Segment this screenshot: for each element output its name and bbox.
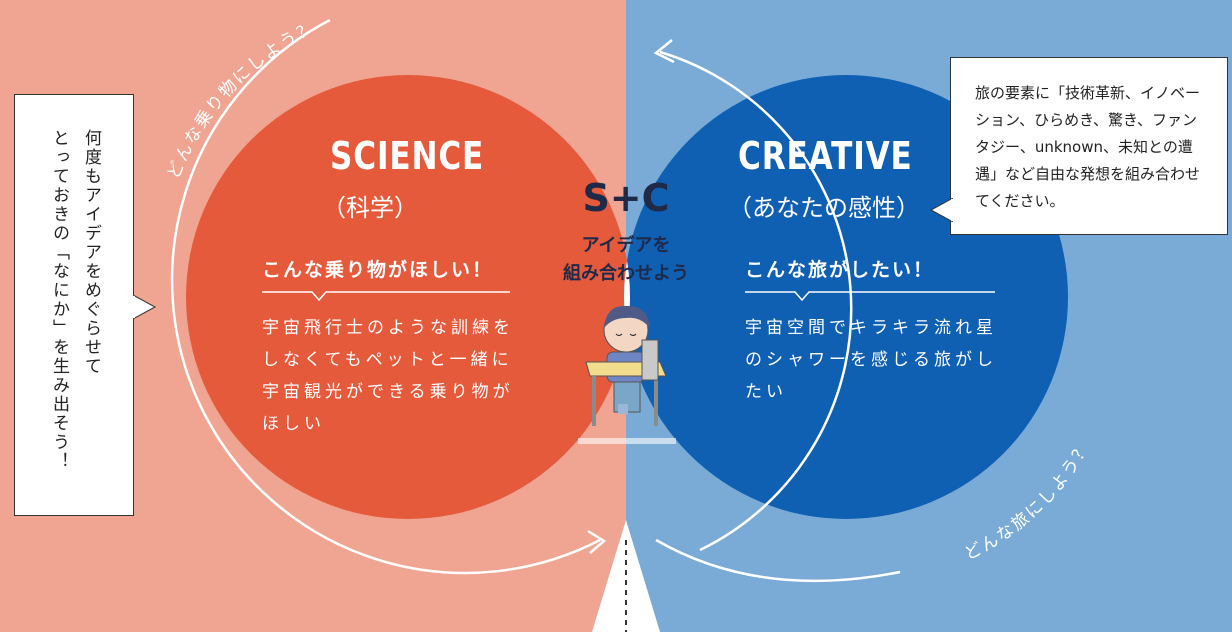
creative-heading: こんな旅がしたい！	[745, 259, 935, 281]
creative-arc-arrowhead	[653, 39, 675, 64]
science-body: 宇宙飛行士のような訓練をしなくてもペットと一緒に宇宙観光ができる乗り物がほしい	[262, 318, 514, 434]
callout-right-text: 旅の要素に「技術革新、イノベーション、ひらめき、驚き、ファンタジー、unknow…	[975, 84, 1201, 210]
science-subtitle: （科学）	[322, 194, 418, 222]
sc-title: S+C	[582, 176, 670, 220]
creative-subtitle: （あなたの感性）	[728, 194, 920, 222]
creative-body: 宇宙空間でキラキラ流れ星のシャワーを感じる旅がしたい	[745, 318, 997, 402]
science-outer-arc	[170, 18, 601, 575]
science-heading: こんな乗り物がほしい！	[262, 259, 494, 281]
science-heading-underline	[262, 291, 510, 302]
science-title: SCIENCE	[330, 134, 485, 178]
creative-outer-arc	[659, 50, 853, 552]
callout-left: 何度もアイデアをめぐらせて とっておきの「なにか」を生み出そう！	[14, 94, 157, 516]
science-arc-arrowhead	[587, 529, 607, 554]
creative-heading-underline	[745, 291, 995, 302]
sc-caption-line2: 組み合わせよう	[563, 263, 689, 284]
sc-caption: アイデアを 組み合わせよう	[540, 232, 712, 288]
child-thinking-at-desk-illustration	[578, 305, 676, 444]
callout-right: 旅の要素に「技術革新、イノベーション、ひらめき、驚き、ファンタジー、unknow…	[929, 57, 1228, 235]
callout-right-pointer	[929, 198, 953, 222]
creative-arc-bottom	[655, 538, 901, 583]
callout-left-text: 何度もアイデアをめぐらせて とっておきの「なにか」を生み出そう！	[49, 129, 101, 471]
callout-left-pointer	[133, 295, 157, 319]
science-circle	[186, 75, 630, 519]
sc-caption-line1: アイデアを	[581, 235, 671, 256]
creative-title: CREATIVE	[738, 134, 913, 178]
bottom-pointer	[592, 520, 660, 632]
